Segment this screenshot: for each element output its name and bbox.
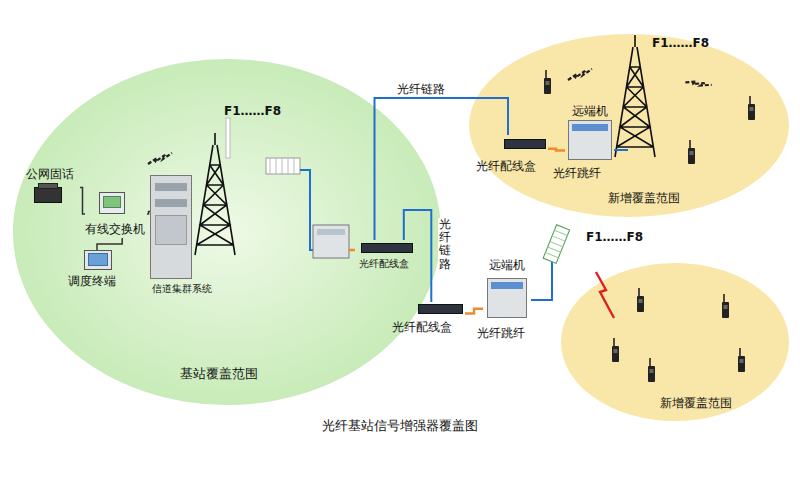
node-label: 信道集群系统 xyxy=(152,283,212,295)
device-graphic xyxy=(155,183,187,191)
node-label: 光纤配线盒 xyxy=(392,320,452,334)
link-label: 光纤跳纤 xyxy=(552,166,602,180)
trunking-cabinet: 信道集群系统 xyxy=(150,175,220,297)
coverage-area: 新增覆盖范围 光纤配线盒 远端机 xyxy=(468,33,790,218)
node-label: 新增覆盖范围 xyxy=(608,191,680,205)
node-label: 公网固话 xyxy=(26,167,74,181)
link-label: 光纤跳纤 xyxy=(476,326,526,340)
feeder-cable xyxy=(614,149,628,151)
device-graphic xyxy=(103,196,121,208)
coverage-area: 新增覆盖范围 xyxy=(560,262,790,422)
public-phone: 公网固话 xyxy=(22,165,80,210)
frequency-label: F1……F8 xyxy=(224,104,281,118)
device-graphic xyxy=(418,304,463,314)
panel-slots xyxy=(270,158,294,174)
node-label: 有线交换机 xyxy=(85,222,145,236)
device-graphic xyxy=(504,139,546,149)
device-graphic xyxy=(572,124,608,131)
feeder-cable xyxy=(531,262,552,300)
remote-unit: 远端机 xyxy=(565,104,615,162)
fiber-distribution-box: 光纤配线盒 xyxy=(468,135,548,174)
coverage-fill xyxy=(13,59,441,405)
jumper-fiber xyxy=(349,249,355,252)
device-graphic xyxy=(38,183,58,189)
dispatch-terminal: 调度终端 xyxy=(62,250,132,292)
node-label: 调度终端 xyxy=(68,274,116,288)
fiber-connector xyxy=(465,309,483,314)
antenna-panel xyxy=(543,225,569,264)
antenna-pole xyxy=(226,118,230,158)
coverage-fill xyxy=(561,263,789,421)
fiber-distribution-box: 光纤配线盒 xyxy=(390,302,465,340)
interface-unit-front xyxy=(317,229,345,235)
device-graphic xyxy=(491,282,523,289)
node-label: 远端机 xyxy=(572,104,608,118)
frequency-label: F1……F8 xyxy=(652,36,709,50)
exchange-switch: 有线交换机 xyxy=(85,190,147,238)
device-graphic xyxy=(88,253,108,266)
link-label: 光纤链路 xyxy=(396,82,446,96)
frequency-label: F1……F8 xyxy=(586,230,643,244)
node-label: 光纤配线盒 xyxy=(359,258,409,270)
link-label: 光纤链路 xyxy=(438,218,452,271)
device-graphic xyxy=(155,199,187,207)
node-label: 基站覆盖范围 xyxy=(180,366,258,382)
antenna-panel xyxy=(266,158,300,174)
coverage-fill xyxy=(469,34,789,217)
node-label: 光纤配线盒 xyxy=(476,159,536,173)
fiber-distribution-box: 光纤配线盒 xyxy=(355,240,420,276)
node-label: 远端机 xyxy=(489,258,525,272)
device-graphic xyxy=(361,243,413,253)
node-label: 新增覆盖范围 xyxy=(660,396,732,410)
device-graphic xyxy=(155,215,187,245)
interface-unit xyxy=(313,225,349,258)
coverage-outline xyxy=(468,33,790,218)
caption: 光纤基站信号增强器覆盖图 xyxy=(322,418,478,434)
remote-unit: 远端机 xyxy=(483,258,531,320)
device-graphic xyxy=(34,187,62,203)
